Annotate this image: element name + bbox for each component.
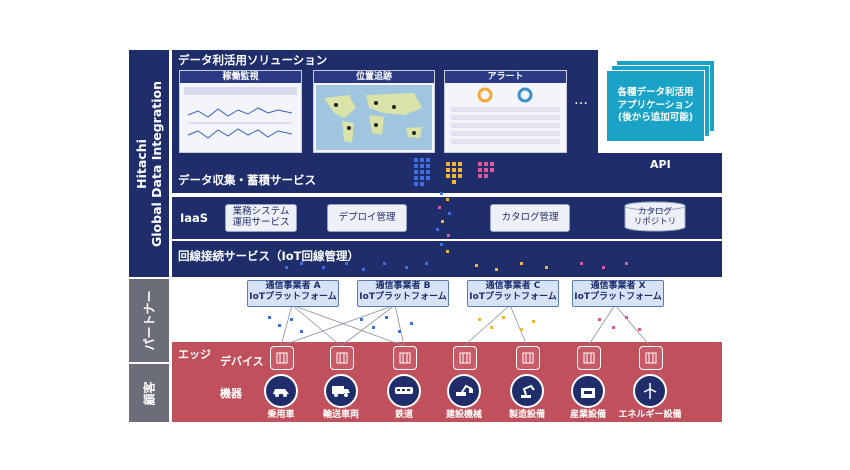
iaas-service-deploy-label: デプロイ管理 [338, 211, 396, 223]
machine-label-energy: エネルギー設備 [618, 410, 682, 420]
app-card: 各種データ利活用 アプリケーション (後から追加可能) [606, 70, 705, 142]
carrier-c-sub: IoTプラットフォーム [469, 291, 557, 302]
hitachi-side-label: Hitachi Global Data Integration [129, 50, 169, 277]
train-icon [387, 374, 421, 408]
device-chip-icon [459, 352, 471, 364]
network-title: 回線接続サービス（IoT回線管理） [178, 249, 360, 263]
machine-label-excavator: 建設機械 [445, 410, 482, 420]
industrial-equipment-icon [571, 374, 605, 408]
panel-alert: アラート [444, 70, 567, 153]
machine-label-truck: 輸送車両 [322, 410, 359, 420]
device-3 [393, 346, 417, 370]
iaas-service-deploy: デプロイ管理 [327, 204, 407, 232]
machine-label-train: 鉄道 [394, 410, 413, 420]
monitoring-chart-graphic [184, 87, 297, 139]
carrier-c-name: 通信事業者 C [485, 281, 541, 291]
device-7 [639, 346, 663, 370]
carrier-a-sub: IoTプラットフォーム [249, 291, 337, 302]
edge-title: エッジ [178, 348, 211, 361]
machine-label-robot: 製造設備 [508, 410, 545, 420]
app-card-text: 各種データ利活用 アプリケーション (後から追加可能) [617, 87, 694, 124]
carrier-b: 通信事業者 B IoTプラットフォーム [357, 280, 449, 307]
device-2 [330, 346, 354, 370]
partner-side-label: パートナー [129, 279, 169, 362]
panel-alert-title: アラート [445, 71, 566, 83]
car-icon [264, 374, 298, 408]
excavator-icon [447, 374, 481, 408]
network-band [172, 241, 722, 277]
device-chip-icon [336, 352, 348, 364]
panel-tracking-title: 位置追跡 [314, 71, 434, 83]
device-label: デバイス [220, 355, 264, 368]
device-6 [577, 346, 601, 370]
catalog-repository-label: カタログ リポジトリ [633, 207, 677, 227]
truck-icon [324, 374, 358, 408]
carrier-b-name: 通信事業者 B [375, 281, 431, 291]
collection-title: データ収集・蓄積サービス [178, 173, 316, 187]
more-ellipsis: … [574, 92, 588, 108]
carrier-b-sub: IoTプラットフォーム [359, 291, 447, 302]
carrier-x-sub: IoTプラットフォーム [574, 291, 662, 302]
carrier-x-name: 通信事業者 X [590, 281, 646, 291]
machine-label-car: 乗用車 [267, 410, 295, 420]
device-1 [270, 346, 294, 370]
carrier-a-name: 通信事業者 A [265, 281, 321, 291]
device-4 [453, 346, 477, 370]
solutions-title: データ利活用ソリューション [178, 53, 328, 67]
world-map-graphic [316, 85, 432, 150]
wind-turbine-icon [633, 374, 667, 408]
iaas-service-ops-label: 業務システム 運用サービス [232, 206, 290, 228]
panel-monitoring: 稼働監視 [179, 70, 302, 153]
iaas-service-catalog-label: カタログ管理 [501, 211, 559, 223]
catalog-repository-icon [624, 201, 686, 232]
carrier-x: 通信事業者 X IoTプラットフォーム [572, 280, 664, 307]
device-chip-icon [276, 352, 288, 364]
carrier-a: 通信事業者 A IoTプラットフォーム [247, 280, 339, 307]
iaas-service-ops: 業務システム 運用サービス [225, 204, 297, 232]
device-chip-icon [399, 352, 411, 364]
panel-monitoring-title: 稼働監視 [180, 71, 301, 83]
alert-dashboard-graphic [451, 87, 560, 144]
machines-label: 機器 [220, 387, 242, 400]
carrier-c: 通信事業者 C IoTプラットフォーム [467, 280, 559, 307]
edge-band [172, 342, 722, 422]
customer-side-label: 顧客 [129, 364, 169, 422]
device-chip-icon [583, 352, 595, 364]
device-chip-icon [522, 352, 534, 364]
iaas-title: IaaS [180, 211, 209, 225]
robot-arm-icon [510, 374, 544, 408]
api-label: API [650, 158, 671, 171]
device-5 [516, 346, 540, 370]
device-chip-icon [645, 352, 657, 364]
iaas-service-catalog: カタログ管理 [490, 204, 570, 232]
panel-tracking: 位置追跡 [313, 70, 435, 153]
machine-label-industrial: 産業設備 [569, 410, 606, 420]
